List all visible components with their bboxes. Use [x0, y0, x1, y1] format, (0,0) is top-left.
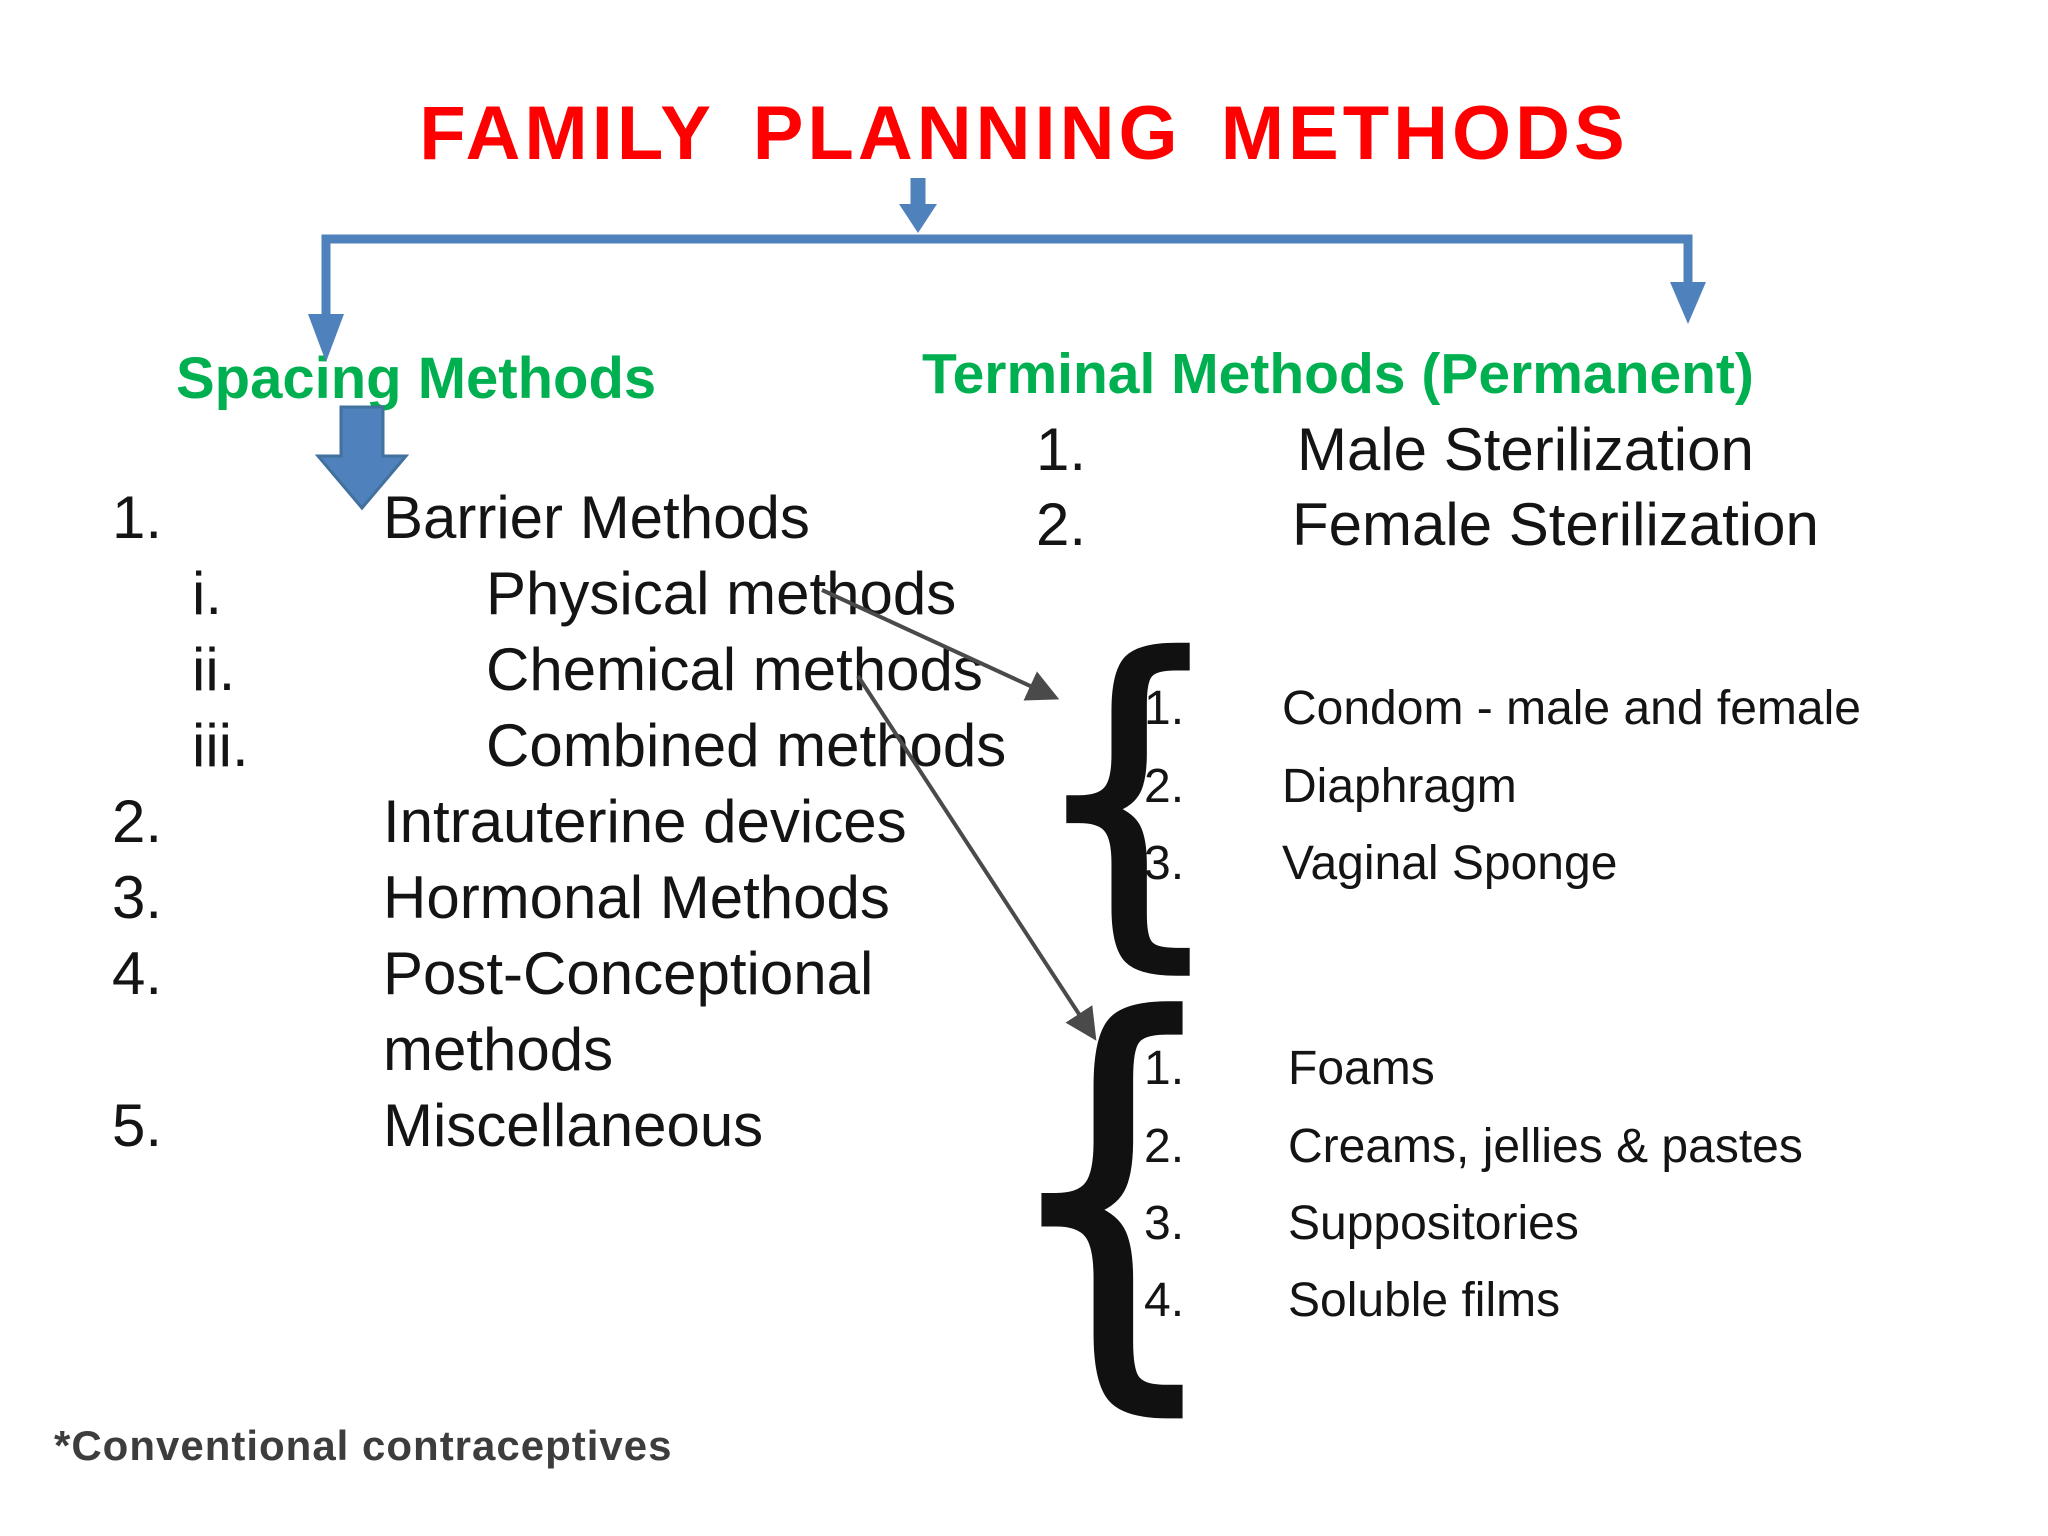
list-number: 2. — [112, 788, 163, 855]
list-item-label: Female Sterilization — [1292, 491, 1819, 558]
list-item-label: Male Sterilization — [1297, 416, 1754, 483]
list-number: 3. — [1144, 837, 1185, 890]
list-item-label: methods — [383, 1016, 614, 1083]
list-item-label: Soluble films — [1288, 1274, 1561, 1327]
list-item-label: Suppositories — [1288, 1197, 1579, 1250]
list-item-label: Condom - male and female — [1282, 682, 1861, 735]
list-number: 1. — [1144, 682, 1185, 735]
list-item-label: Barrier Methods — [383, 484, 810, 551]
page-title: FAMILY PLANNING METHODS — [419, 91, 1629, 176]
list-item-label: Hormonal Methods — [383, 864, 890, 931]
list-item-label: Chemical methods — [486, 636, 983, 703]
list-item-label: Vaginal Sponge — [1282, 837, 1618, 890]
list-number: 1. — [1036, 416, 1087, 483]
list-number: i. — [192, 560, 222, 627]
list-number: 1. — [112, 484, 163, 551]
list-number: 1. — [1144, 1042, 1185, 1095]
list-number: ii. — [192, 636, 236, 703]
list-item-label: Foams — [1288, 1042, 1435, 1095]
footnote: *Conventional contraceptives — [54, 1422, 673, 1469]
list-number: 3. — [112, 864, 163, 931]
list-number: 3. — [1144, 1197, 1185, 1250]
list-number: 2. — [1036, 491, 1087, 558]
list-item-label: Creams, jellies & pastes — [1288, 1120, 1803, 1173]
list-item-label: Combined methods — [486, 712, 1007, 779]
list-item-label: Diaphragm — [1282, 760, 1517, 813]
list-item-label: Miscellaneous — [383, 1092, 764, 1159]
list-number: 4. — [1144, 1274, 1185, 1327]
list-item-label: Physical methods — [486, 560, 957, 627]
list-item-label: Post-Conceptional — [383, 940, 874, 1007]
spacing-methods-heading: Spacing Methods — [176, 346, 657, 411]
list-number: 2. — [1144, 1120, 1185, 1173]
list-number: 4. — [112, 940, 163, 1007]
terminal-methods-heading: Terminal Methods (Permanent) — [922, 342, 1754, 406]
list-number: 2. — [1144, 760, 1185, 813]
list-number: 5. — [112, 1092, 163, 1159]
list-number: iii. — [192, 712, 249, 779]
list-item-label: Intrauterine devices — [383, 788, 907, 855]
